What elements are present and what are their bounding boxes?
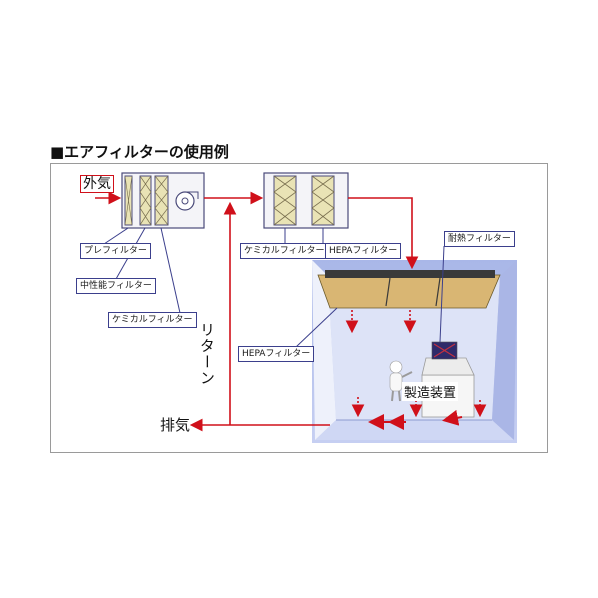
- worker-figure: [389, 360, 413, 402]
- exhaust-label: 排気: [160, 416, 191, 434]
- heat-resistant-filter-label: 耐熱フィルター: [444, 231, 515, 247]
- diagram-frame: [50, 163, 548, 453]
- medium-filter-label: 中性能フィルター: [76, 278, 156, 294]
- secondary-filter-unit: [263, 172, 349, 229]
- pre-filter-label: プレフィルター: [80, 243, 151, 259]
- air-handling-unit: [121, 172, 205, 229]
- airflow-arrows: [95, 191, 487, 432]
- manufacturing-equipment-label: 製造装置: [402, 382, 459, 401]
- chemical-filter-label-2: ケミカルフィルター: [240, 243, 329, 259]
- page-title: ■エアフィルターの使用例: [50, 143, 229, 161]
- cleanroom: [312, 260, 517, 443]
- hepa-filter-label-2: HEPAフィルター: [238, 346, 315, 362]
- outdoor-air-label: 外気: [80, 175, 114, 193]
- hepa-filter-label-1: HEPAフィルター: [325, 243, 402, 259]
- chemical-filter-label-1: ケミカルフィルター: [108, 312, 197, 328]
- return-air-label: リターン: [198, 322, 216, 386]
